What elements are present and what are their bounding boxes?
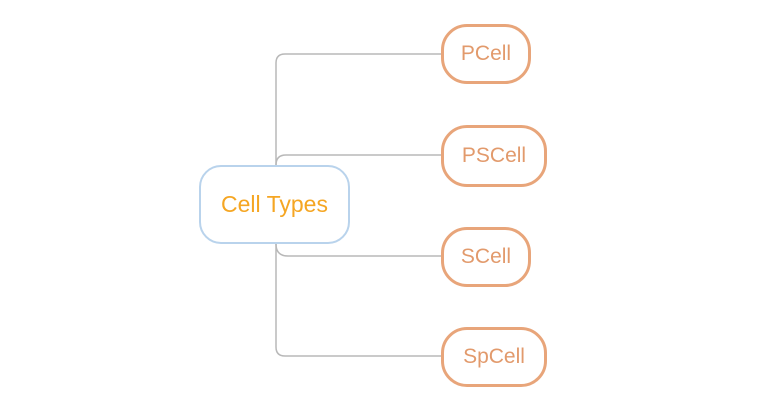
connector-spcell — [275, 244, 441, 357]
connector-scell — [275, 243, 441, 257]
connector-pcell — [275, 53, 441, 165]
connector-pscell — [275, 154, 441, 166]
child-node-label: SpCell — [463, 345, 525, 368]
root-node-label: Cell Types — [221, 191, 328, 217]
child-node-label: PCell — [460, 42, 512, 65]
child-node-label: SCell — [460, 245, 512, 268]
child-node-spcell: SpCell — [441, 327, 547, 387]
child-node-scell: SCell — [441, 227, 531, 287]
child-node-pcell: PCell — [441, 24, 531, 84]
child-node-label: PSCell — [461, 144, 527, 167]
child-node-pscell: PSCell — [441, 125, 547, 187]
root-node-cell-types: Cell Types — [199, 165, 350, 244]
